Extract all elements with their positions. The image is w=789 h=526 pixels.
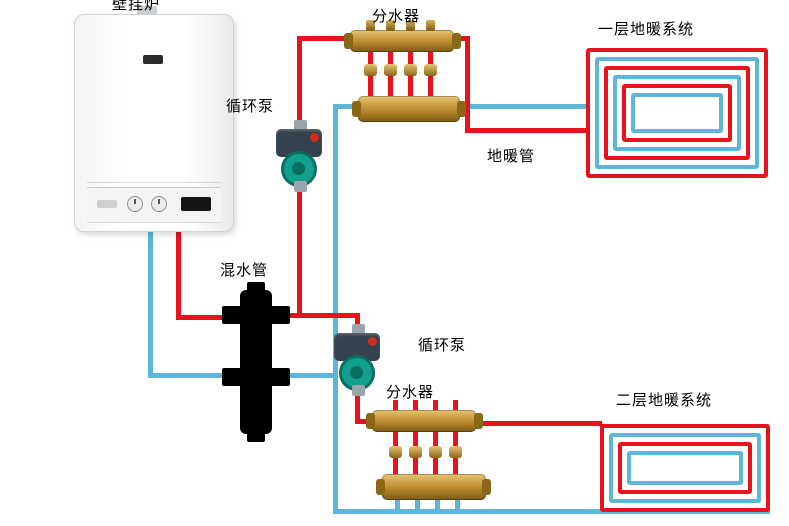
- label-mixing-pipe: 混水管: [220, 262, 269, 279]
- manifold-end-cap: [457, 101, 466, 117]
- manifold-supply-bar-floor1: [350, 30, 454, 52]
- manifold-end-cap: [452, 33, 461, 49]
- manifold-supply-bar-floor2: [372, 410, 476, 432]
- boiler-knob: [151, 196, 167, 212]
- boiler-flue: [137, 6, 157, 15]
- pump-flange: [352, 385, 365, 396]
- manifold-end-cap: [482, 479, 491, 495]
- floor2-heating-coil: [600, 424, 770, 512]
- manifold-valve-nub: [366, 20, 375, 31]
- return-pipe: [148, 373, 226, 378]
- return-pipe: [333, 509, 770, 514]
- label-manifold-floor1: 分水器: [372, 8, 421, 25]
- manifold-end-cap: [474, 413, 483, 429]
- manifold-valve-nub: [426, 20, 435, 31]
- manifold-end-cap: [376, 479, 385, 495]
- floor1-heating-coil: [586, 48, 768, 178]
- circulation-pump-floor2: [330, 324, 386, 396]
- boiler-logo: [143, 55, 163, 64]
- manifold-union-nut: [389, 446, 402, 458]
- manifold-union-nut: [449, 446, 462, 458]
- manifold-union-nut: [364, 64, 377, 76]
- manifold-union-nut: [384, 64, 397, 76]
- mixing-tank-body: [240, 290, 272, 434]
- supply-pipe: [176, 315, 226, 320]
- boiler-knob: [127, 196, 143, 212]
- coil-ring: [595, 57, 759, 169]
- coil-ring: [609, 433, 761, 503]
- manifold-vent-cap: [413, 400, 418, 412]
- boiler-control-panel: [87, 182, 221, 223]
- coil-ring: [622, 84, 732, 142]
- circulation-pump-floor1: [272, 120, 328, 192]
- manifold-union-nut: [409, 446, 422, 458]
- return-pipe: [333, 104, 365, 109]
- mixing-tank-cap: [247, 432, 265, 442]
- mixing-tank-nozzle: [270, 306, 290, 324]
- coil-ring: [613, 75, 741, 151]
- pump-knob: [368, 337, 377, 346]
- manifold-end-cap: [352, 101, 361, 117]
- coil-ring: [618, 442, 752, 494]
- manifold-return-stub: [455, 500, 460, 512]
- coil-ring: [604, 66, 750, 160]
- manifold-union-nut: [429, 446, 442, 458]
- boiler-button: [97, 200, 117, 208]
- supply-pipe: [465, 36, 470, 133]
- supply-pipe: [465, 128, 586, 133]
- mixing-tank-nozzle: [222, 368, 242, 386]
- wall-hung-boiler: [74, 6, 234, 232]
- supply-pipe: [284, 313, 360, 318]
- manifold-vent-cap: [453, 400, 458, 412]
- coil-ring: [631, 93, 723, 133]
- coil-ring: [586, 48, 768, 178]
- boiler-display: [181, 197, 211, 211]
- manifold-return-bar-floor2: [382, 474, 486, 500]
- manifold-union-nut: [424, 64, 437, 76]
- supply-pipe: [176, 228, 181, 320]
- coil-ring: [600, 424, 770, 512]
- coil-ring: [627, 451, 743, 485]
- pump-hub: [350, 366, 363, 379]
- manifold-vent-cap: [433, 400, 438, 412]
- label-boiler: 壁挂炉: [112, 0, 161, 13]
- label-floor2-system: 二层地暖系统: [616, 392, 713, 409]
- label-pump-floor2: 循环泵: [418, 337, 467, 354]
- manifold-return-stub: [395, 500, 400, 512]
- manifold-end-cap: [366, 413, 375, 429]
- manifold-valve-nub: [386, 20, 395, 31]
- manifold-end-cap: [344, 33, 353, 49]
- mixing-tank-nozzle: [270, 368, 290, 386]
- manifold-union-nut: [404, 64, 417, 76]
- label-pump-floor1: 循环泵: [226, 98, 275, 115]
- manifold-vent-cap: [393, 400, 398, 412]
- supply-pipe: [470, 421, 602, 426]
- pump-flange: [352, 324, 365, 335]
- manifold-return-stub: [415, 500, 420, 512]
- return-pipe: [148, 228, 153, 378]
- mixing-tank-nozzle: [222, 306, 242, 324]
- pump-flange: [294, 181, 307, 192]
- label-manifold-floor2: 分水器: [386, 384, 435, 401]
- manifold-valve-nub: [406, 20, 415, 31]
- pump-knob: [310, 133, 319, 142]
- pump-hub: [292, 162, 305, 175]
- manifold-return-bar-floor1: [358, 96, 460, 122]
- pump-flange: [294, 120, 307, 131]
- label-floor1-system: 一层地暖系统: [598, 21, 695, 38]
- return-pipe: [284, 373, 336, 378]
- return-pipe: [456, 104, 586, 109]
- supply-pipe: [297, 36, 355, 41]
- manifold-return-stub: [435, 500, 440, 512]
- mixing-tank-cap: [247, 282, 265, 292]
- return-pipe: [333, 104, 338, 514]
- label-heating-pipe: 地暖管: [487, 148, 536, 165]
